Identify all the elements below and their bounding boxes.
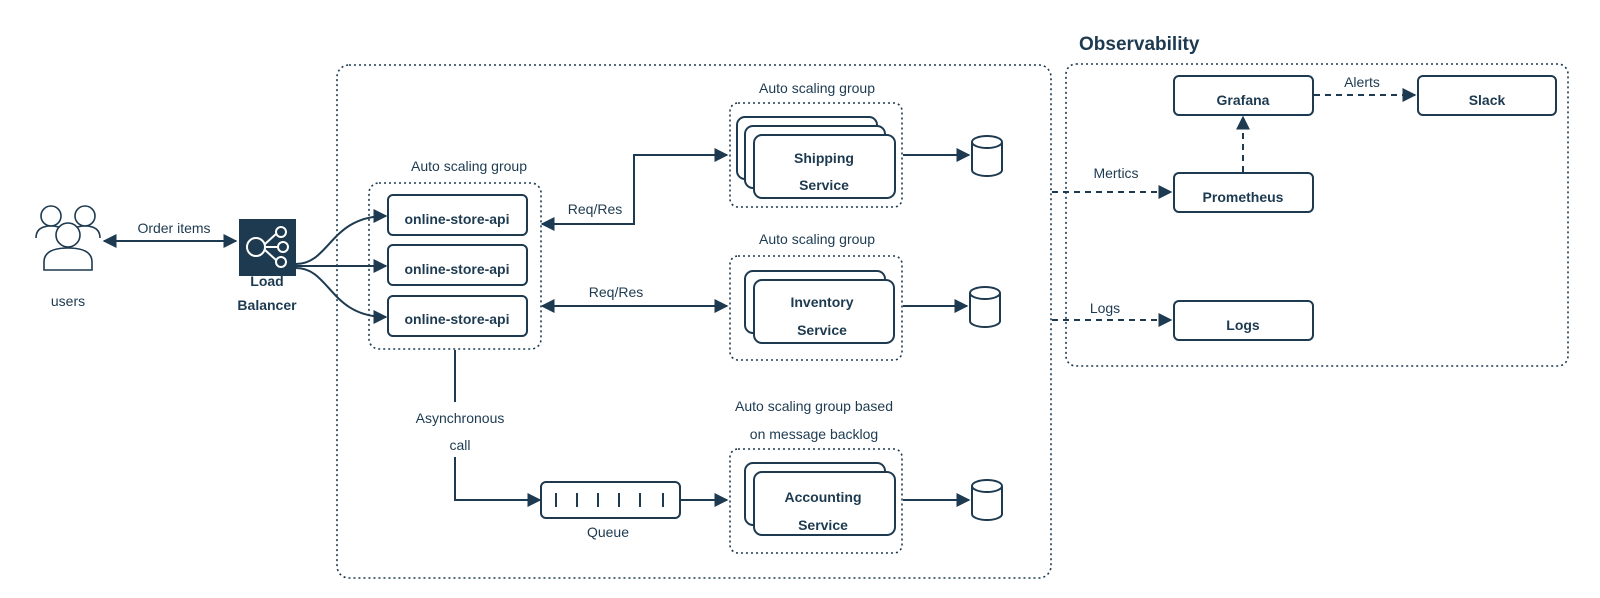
- edge-async-to-queue: [454, 457, 542, 507]
- logs-label: Logs: [1226, 317, 1260, 333]
- edge-metrics-label: Mertics: [1093, 165, 1138, 181]
- accounting-group: [729, 448, 903, 554]
- api-group-label: Auto scaling group: [411, 158, 527, 174]
- api-box-2: [387, 244, 528, 286]
- load-balancer-icon: [239, 219, 296, 276]
- inventory-label-line2: Service: [797, 322, 847, 338]
- shipping-label-line1: Shipping: [794, 150, 854, 166]
- users-icon: [35, 205, 101, 271]
- edge-reqres-top-label: Req/Res: [568, 201, 622, 217]
- accounting-database-icon: [971, 479, 1003, 521]
- shipping-database-icon: [971, 135, 1003, 177]
- accounting-group-label-line1: Auto scaling group based: [735, 398, 893, 414]
- inventory-group: [729, 255, 903, 361]
- api-box-3-label: online-store-api: [404, 311, 509, 327]
- accounting-label-line2: Service: [798, 517, 848, 533]
- main-container: [336, 64, 1052, 579]
- prometheus-box: [1173, 172, 1314, 213]
- async-label-line2: call: [449, 437, 470, 453]
- inventory-label-line1: Inventory: [790, 294, 853, 310]
- edge-reqres-mid-label: Req/Res: [589, 284, 643, 300]
- inventory-group-label: Auto scaling group: [759, 231, 875, 247]
- edge-order-items-label: Order items: [137, 220, 210, 236]
- edge-logs-label: Logs: [1090, 300, 1120, 316]
- grafana-box: [1173, 75, 1314, 116]
- queue-label: Queue: [587, 524, 629, 540]
- logs-box: [1173, 300, 1314, 341]
- async-label-line1: Asynchronous: [416, 410, 505, 426]
- slack-box: [1417, 75, 1557, 116]
- load-balancer-label-line2: Balancer: [237, 297, 297, 313]
- grafana-label: Grafana: [1217, 92, 1270, 108]
- edge-api-shipping: [540, 148, 729, 231]
- edge-lb-api-3: [295, 267, 388, 324]
- api-box-2-label: online-store-api: [404, 261, 509, 277]
- observability-container: [1065, 63, 1569, 367]
- slack-label: Slack: [1469, 92, 1506, 108]
- api-box-1: [387, 194, 528, 236]
- api-box-1-label: online-store-api: [404, 211, 509, 227]
- shipping-box: [753, 134, 896, 199]
- queue-slots: [555, 493, 664, 507]
- load-balancer-label-line1: Load: [250, 273, 283, 289]
- edge-alerts-label: Alerts: [1344, 74, 1380, 90]
- queue-box: [540, 481, 681, 519]
- observability-title: Observability: [1079, 34, 1200, 55]
- users-label: users: [51, 293, 85, 309]
- edge-lb-api-1: [295, 209, 388, 265]
- inventory-database-icon: [969, 286, 1001, 328]
- shipping-group-label: Auto scaling group: [759, 80, 875, 96]
- accounting-label-line1: Accounting: [785, 489, 862, 505]
- accounting-box: [753, 471, 896, 536]
- api-box-3: [387, 295, 528, 337]
- shipping-label-line2: Service: [799, 177, 849, 193]
- api-group: [368, 182, 542, 350]
- prometheus-label: Prometheus: [1203, 189, 1284, 205]
- accounting-group-label-line2: on message backlog: [750, 426, 878, 442]
- inventory-box: [753, 279, 895, 344]
- shipping-group: [729, 102, 903, 208]
